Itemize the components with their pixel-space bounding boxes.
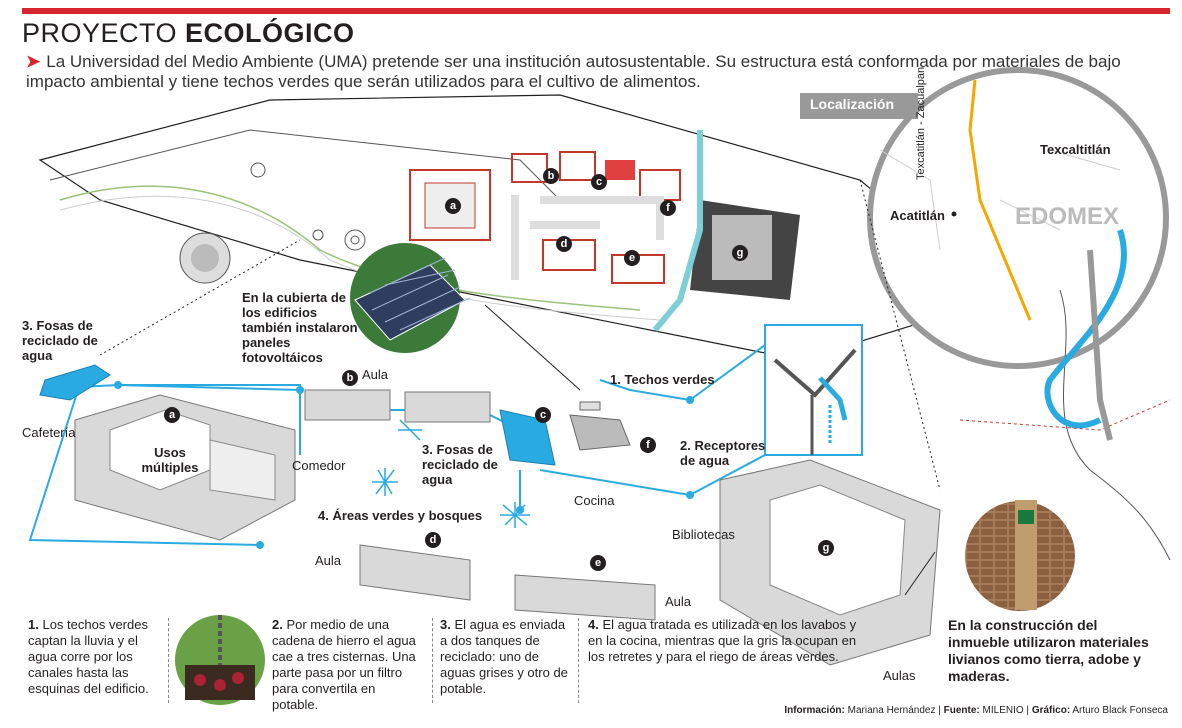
step-1: 1. Los techos verdes captan la lluvia y …: [28, 617, 149, 696]
separator: [432, 618, 433, 703]
building-c-f: [499, 401, 631, 466]
receptor-detail: [764, 324, 863, 456]
label-areas: 4. Áreas verdes y bosques: [318, 508, 483, 523]
solar-panel-photo: [350, 243, 471, 353]
marker-c: c: [535, 407, 551, 423]
plan-marker-f: f: [660, 200, 676, 216]
marker-e: e: [590, 555, 606, 571]
topographic-plan: [959, 229, 1171, 561]
building-b: [304, 389, 491, 423]
label-aula-e: Aula: [665, 594, 692, 609]
separator: [168, 618, 169, 703]
marker-b: b: [342, 370, 358, 386]
map-state: EDOMEX: [1015, 203, 1120, 230]
leader-lines: [99, 179, 941, 596]
label-fosas-center: 3. Fosas de reciclado de agua: [422, 442, 498, 487]
plan-marker-b: b: [543, 168, 559, 184]
label-aula-d: Aula: [315, 553, 342, 568]
site-plan: [38, 94, 931, 361]
building-g: [719, 459, 941, 666]
plan-marker-g: g: [732, 245, 748, 261]
map-town-acatitlan: Acatitlán: [890, 208, 945, 223]
building-a: [74, 394, 296, 541]
building-d: [359, 544, 471, 601]
fosas-left-tank: [39, 364, 111, 401]
top-red-bar: [22, 8, 1170, 14]
step-4: 4. El agua tratada es utilizada en los l…: [588, 617, 857, 664]
marker-f: f: [640, 437, 656, 453]
map-town-texcaltitlan: Texcaltitlán: [1040, 142, 1111, 157]
arrow-icon: ➤: [26, 52, 41, 71]
map-title: Localización: [810, 96, 895, 112]
marker-g: g: [818, 540, 834, 556]
label-comedor: Comedor: [292, 458, 346, 473]
label-cocina: Cocina: [574, 493, 615, 508]
label-receptores: 2. Receptores de agua: [680, 438, 766, 468]
step-3: 3. El agua es enviada a dos tanques de r…: [440, 617, 568, 696]
marker-a: a: [164, 407, 180, 423]
label-solar: En la cubierta de los edificios también …: [242, 290, 358, 365]
label-aulas: Aulas: [883, 668, 916, 683]
map-road: Texcatitlán - Zacualpan: [915, 66, 927, 180]
page-title: PROYECTO ECOLÓGICO: [22, 18, 355, 48]
chain-photo: [175, 615, 265, 705]
label-cafeteria: Cafetería: [22, 425, 76, 440]
label-bibliotecas: Bibliotecas: [672, 527, 735, 542]
plan-marker-d: d: [556, 236, 572, 252]
label-materials: En la construcción del inmueble utilizar…: [948, 617, 1149, 684]
step-2: 2. Por medio de una cadena de hierro el …: [272, 617, 416, 712]
credits: Información: Mariana Hernández | Fuente:…: [784, 705, 1168, 716]
plan-marker-c: c: [591, 174, 607, 190]
plan-marker-e: e: [624, 250, 640, 266]
plan-marker-a: a: [445, 198, 461, 214]
building-e: [514, 574, 656, 621]
marker-d: d: [425, 532, 441, 548]
label-fosas-left: 3. Fosas de reciclado de agua: [22, 318, 98, 363]
separator: [578, 618, 579, 703]
label-techos: 1. Techos verdes: [610, 372, 715, 387]
label-aula-b: Aula: [362, 367, 389, 382]
label-usos: Usos múltiples: [141, 445, 199, 475]
adobe-wall-photo: [965, 500, 1075, 611]
sprinkler-icons: [372, 419, 530, 528]
intro-text: ➤La Universidad del Medio Ambiente (UMA)…: [26, 52, 1121, 91]
